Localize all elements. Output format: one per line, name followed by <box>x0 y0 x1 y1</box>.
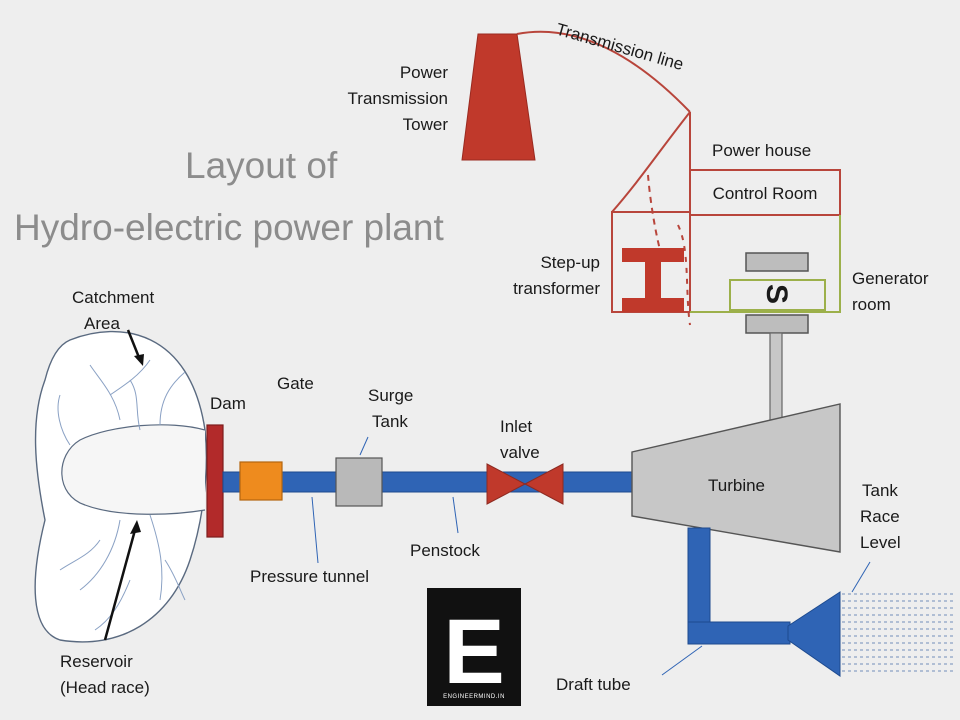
transformer-bottom-plate <box>622 298 684 312</box>
tank-race-label-1: Tank <box>862 481 898 500</box>
pressure-tunnel-label: Pressure tunnel <box>250 567 369 586</box>
penstock-label: Penstock <box>410 541 480 560</box>
surge-tank-label-2: Tank <box>372 412 408 431</box>
logo-letter: E <box>443 601 504 703</box>
penstock-pointer <box>452 496 459 534</box>
generator-top-plate <box>745 252 809 272</box>
stepup-label-2: transformer <box>513 279 600 298</box>
catchment-label-2: Area <box>84 314 120 333</box>
tank-race-label-3: Level <box>860 533 901 552</box>
tower-label-3: Tower <box>403 115 449 134</box>
catchment-arrowhead <box>134 354 144 366</box>
reservoir-arrow <box>103 529 137 641</box>
title-line-2: Hydro-electric power plant <box>14 207 445 248</box>
title-line-1: Layout of <box>185 145 338 186</box>
generator-box <box>729 279 826 311</box>
catchment-streams <box>57 359 186 631</box>
tank-race-label-2: Race <box>860 507 900 526</box>
tank-race-pointer <box>851 561 871 593</box>
tower-label-1: Power <box>400 63 449 82</box>
surge-tank <box>335 457 383 507</box>
tower-label-2: Transmission <box>348 89 448 108</box>
generator-symbol: S <box>760 284 793 304</box>
draft-tube-pointer <box>661 645 703 676</box>
draft-tube-label: Draft tube <box>556 675 631 694</box>
generator-label-2: room <box>852 295 891 314</box>
generator-bottom-plate <box>745 314 809 334</box>
generator-room-outline <box>690 215 841 313</box>
reservoir-label-2: (Head race) <box>60 678 150 697</box>
transmission-dashed-line <box>647 174 661 251</box>
tail-race-water <box>842 593 955 672</box>
inlet-valve-right <box>523 463 564 505</box>
power-house-label: Power house <box>712 141 811 160</box>
pressure-tunnel-pointer <box>311 496 319 564</box>
gate <box>239 461 283 501</box>
dam <box>206 424 224 538</box>
inlet-valve-label-1: Inlet <box>500 417 532 436</box>
logo-background <box>427 588 521 706</box>
stepup-label-1: Step-up <box>540 253 600 272</box>
turbine-label: Turbine <box>708 476 765 495</box>
surge-tank-pointer <box>359 436 369 456</box>
turbine <box>631 403 841 553</box>
draft-tube-outlet <box>787 591 841 677</box>
transmission-line-upper <box>516 30 691 113</box>
dam-label: Dam <box>210 394 246 413</box>
engineermind-logo: E ENGINEERMIND.IN <box>427 588 521 706</box>
pressure-tunnel-pipe <box>222 471 634 493</box>
catchment-arrow <box>126 329 142 361</box>
turbine-shaft <box>769 332 783 424</box>
transmission-line-label: Transmission line <box>554 20 686 75</box>
control-room-label: Control Room <box>713 184 818 203</box>
inlet-valve-left <box>486 463 527 505</box>
generator-label-1: Generator <box>852 269 929 288</box>
transformer-top <box>622 248 684 262</box>
transmission-tower <box>461 33 536 161</box>
inlet-valve-label-2: valve <box>500 443 540 462</box>
draft-tube-horizontal <box>687 621 791 645</box>
transmission-dashed-line-2 <box>677 224 691 326</box>
reservoir-basin <box>61 424 206 515</box>
gate-label: Gate <box>277 374 314 393</box>
logo-text: ENGINEERMIND.IN <box>443 694 505 700</box>
catchment-label-1: Catchment <box>72 288 154 307</box>
transmission-line-lower <box>611 111 691 213</box>
transformer-core <box>645 262 661 298</box>
reservoir-label-1: Reservoir <box>60 652 133 671</box>
surge-tank-label-1: Surge <box>368 386 413 405</box>
reservoir-arrowhead <box>130 520 141 534</box>
control-room-box <box>689 169 841 216</box>
